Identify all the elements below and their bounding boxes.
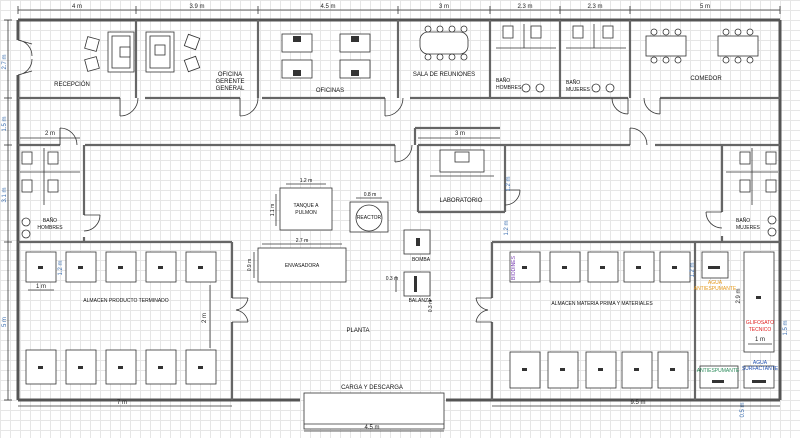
dim-top-4: 3 m: [439, 4, 449, 10]
equip-agua-antiespumante-2: ANTIESPUMANTE: [694, 286, 737, 292]
dim-right-side-a: 1.5 m: [783, 320, 789, 335]
room-label-bano-m-2: MUJERES: [566, 87, 591, 93]
room-label-almacen-materia: ALMACEN MATERIA PRIMA Y MATERIALES: [551, 301, 653, 307]
dim-top-2: 3.9 m: [189, 4, 204, 10]
right-bathroom-fixtures: [726, 148, 778, 237]
room-label-planta: PLANTA: [347, 328, 370, 334]
room-label-bano-h-1: BAÑO: [496, 77, 510, 84]
equip-biodines: BIODINES: [511, 255, 517, 280]
room-label-bano-h-2: HOMBRES: [496, 85, 522, 91]
manager-office-furniture: [145, 31, 201, 73]
bottom-dimension-line: [18, 405, 780, 432]
dim-bottom-mid: 4.5 m: [364, 425, 379, 431]
dim-hall-mid: 3 m: [455, 131, 465, 137]
doors: [17, 39, 723, 323]
equip-agua-antiespumante-1: AGUA: [708, 280, 723, 286]
offices-desks: [281, 33, 371, 79]
dim-right-pallet: 1.2 m: [690, 262, 696, 277]
dim-tanque-w: 1.2 m: [300, 178, 313, 184]
dim-top-3: 4.5 m: [320, 4, 335, 10]
left-dimension-line: 2.7 m 1.5 m 3.1 m 5 m: [2, 19, 12, 401]
room-label-bano-left-1: BAÑO: [43, 217, 57, 224]
dim-envasadora-w: 2.7 m: [296, 238, 309, 244]
equip-balanza: BALANZA: [409, 298, 432, 304]
dim-hall-left: 2 m: [45, 131, 55, 137]
dim-left-4: 5 m: [2, 317, 8, 327]
left-bathroom-fixtures: [20, 148, 80, 239]
top-bathroom-women-fixtures: [566, 24, 626, 93]
tanque-pulmon: [275, 183, 333, 231]
top-bathroom-men-fixtures: [496, 24, 556, 93]
dim-top-1: 4 m: [72, 4, 82, 10]
balanza: [395, 271, 431, 297]
room-label-oficina-3: GENERAL: [216, 86, 245, 92]
dim-envasadora-h: 0.9 m: [247, 259, 253, 272]
dim-top-7: 5 m: [700, 4, 710, 10]
equip-agua-surfactante-2: SURFACTANTE: [742, 366, 779, 372]
room-label-bano-right-1: BAÑO: [736, 217, 750, 224]
room-label-almacen-producto: ALMACEN PRODUCTO TERMINADO: [83, 298, 168, 304]
equip-glifosato-1: GLIFOSATO: [746, 320, 774, 326]
dim-lab-side: 1.2 m: [506, 176, 512, 191]
dim-reactor: 0.8 m: [364, 192, 377, 198]
meeting-room-table: [419, 25, 469, 61]
room-label-carga-descarga: CARGA Y DESCARGA: [341, 385, 403, 391]
dim-left-store-h: 2 m: [202, 313, 208, 323]
loading-area: [303, 392, 445, 430]
equip-bomba: BOMBA: [412, 257, 431, 263]
equip-glifosato-2: TECNICO: [749, 327, 772, 333]
dim-balanza-w: 0.3 m: [386, 276, 399, 282]
reactor: [349, 197, 389, 233]
equip-tanque-2: PULMON: [295, 210, 317, 216]
dim-left-3: 3.1 m: [2, 187, 8, 202]
room-label-sala-reuniones: SALA DE REUNIONES: [413, 72, 475, 78]
room-label-bano-left-2: HOMBRES: [37, 225, 63, 231]
plant-walls: [18, 126, 780, 400]
equip-envasadora: ENVASADORA: [285, 263, 320, 269]
top-dimension-line: 4 m 3.9 m 4.5 m 3 m 2.3 m 2.3 m 5 m: [17, 4, 781, 14]
dim-pallet-left: 1.2 m: [58, 260, 64, 275]
room-label-bano-m-1: BAÑO: [566, 79, 580, 86]
laboratory-bench: [430, 149, 494, 177]
room-label-comedor: COMEDOR: [690, 76, 722, 82]
room-label-bano-right-2: MUJERES: [736, 225, 761, 231]
equip-tanque-1: TANQUE A: [294, 203, 320, 209]
dim-left-1: 2.7 m: [2, 54, 8, 69]
envasadora: [253, 243, 347, 283]
dim-left-2: 1.5 m: [2, 116, 8, 131]
dim-right-store-w: 1 m: [755, 337, 765, 343]
reception-furniture: [84, 31, 135, 73]
room-label-laboratorio: LABORATORIO: [440, 198, 483, 204]
equip-agua-surfactante-1: AGUA: [753, 360, 768, 366]
dim-tanque-h: 1.1 m: [270, 204, 276, 217]
dim-right-small: 0.5 m: [740, 402, 746, 417]
room-label-oficinas: OFICINAS: [316, 88, 344, 94]
equip-antiespumante: ANTIESPUMANTE: [697, 368, 740, 374]
room-label-oficina-2: GERENTE: [215, 79, 244, 85]
dim-right-side-b: 1.2 m: [504, 220, 510, 235]
room-label-recepcion: RECEPCIÓN: [54, 81, 90, 88]
dim-balanza-h: 0.3 m: [428, 300, 434, 313]
dim-bottom-right: 9.5 m: [630, 400, 645, 406]
office-walls: [18, 20, 780, 100]
dining-tables: [645, 28, 759, 64]
dim-top-6: 2.3 m: [587, 4, 602, 10]
bomba: [403, 229, 431, 255]
dim-bottom-left: 7 m: [117, 400, 127, 406]
room-label-oficina-1: OFICINA: [218, 72, 242, 78]
dim-pallet-left-w: 1 m: [36, 284, 46, 290]
dim-top-5: 2.3 m: [517, 4, 532, 10]
left-storage-pallets: [25, 251, 217, 385]
dim-right-store-h: 2.9 m: [736, 288, 742, 303]
right-storage-pallets: [509, 251, 775, 389]
equip-reactor: REACTOR: [357, 215, 382, 221]
